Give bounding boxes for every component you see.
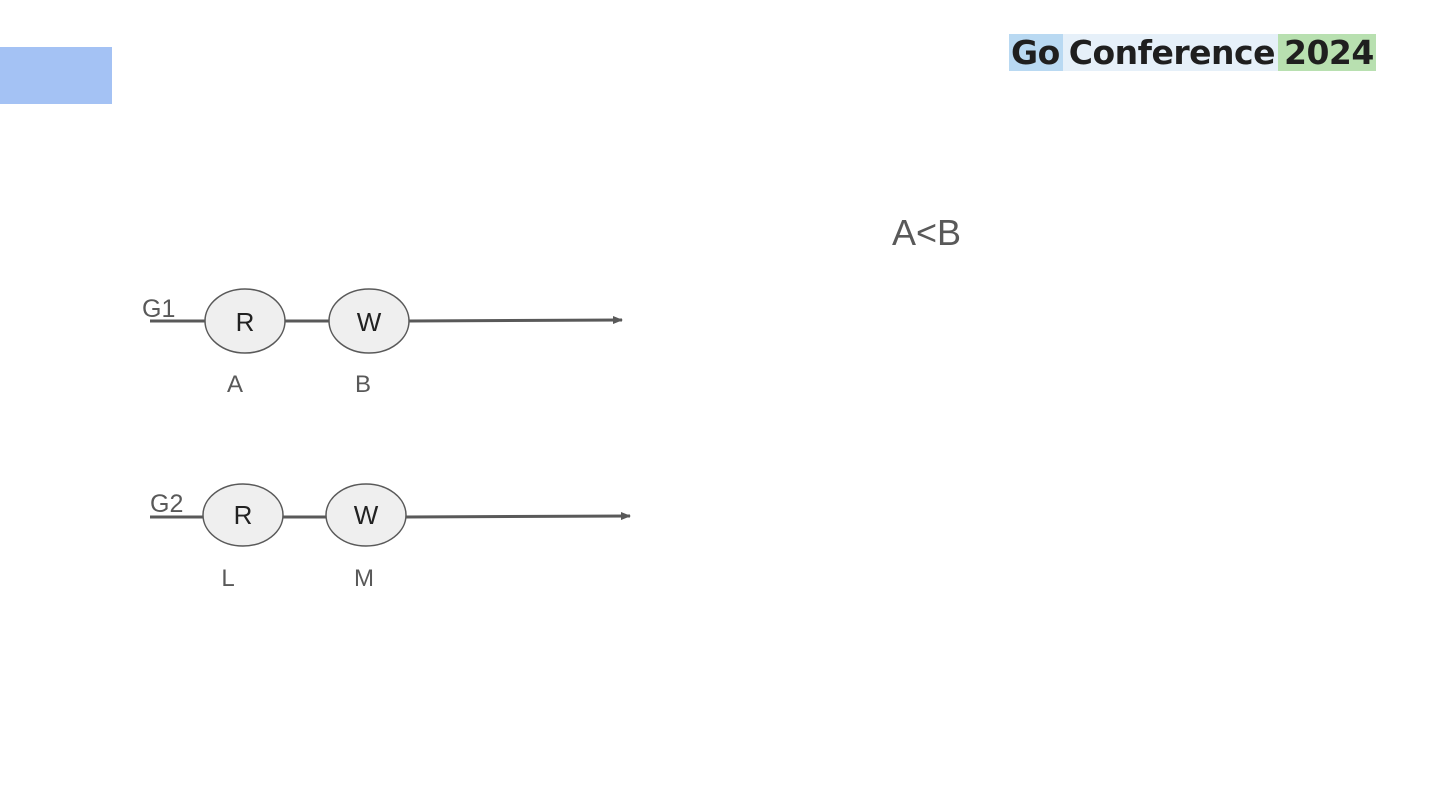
ordering-relation: A<B (892, 212, 962, 253)
timeline-g2-node-write (325, 483, 407, 547)
timeline-g1-node-write (328, 288, 410, 354)
timeline-g1-event-b: B (355, 371, 371, 398)
timeline-g1-node-read (204, 288, 286, 354)
timeline-g1-event-a: A (227, 371, 243, 398)
conference-logo: Go Conference 2024 (1009, 34, 1376, 72)
timeline-g2-event-m: M (354, 565, 374, 592)
timeline-g2-node-read (202, 483, 284, 547)
timeline-g2-node-read-label: R (234, 500, 253, 530)
logo-word-go: Go (1009, 34, 1063, 72)
timeline-g1-label: G1 (142, 295, 175, 323)
logo-word-year: 2024 (1277, 34, 1376, 72)
timeline-g2-arrow (405, 512, 631, 521)
timeline-g2-label: G2 (150, 490, 183, 518)
corner-accent-block (0, 47, 112, 104)
timeline-g2-event-l: L (221, 565, 234, 592)
timeline-g1-node-write-label: W (357, 307, 382, 337)
timeline-g2-node-write-label: W (354, 500, 379, 530)
timeline-g1-arrow (408, 316, 623, 325)
timeline-g1: G1 R A W B (142, 288, 623, 398)
timeline-g1-node-read-label: R (236, 307, 255, 337)
timeline-g2: G2 R L W M (150, 483, 631, 592)
logo-word-conference: Conference (1062, 34, 1278, 72)
